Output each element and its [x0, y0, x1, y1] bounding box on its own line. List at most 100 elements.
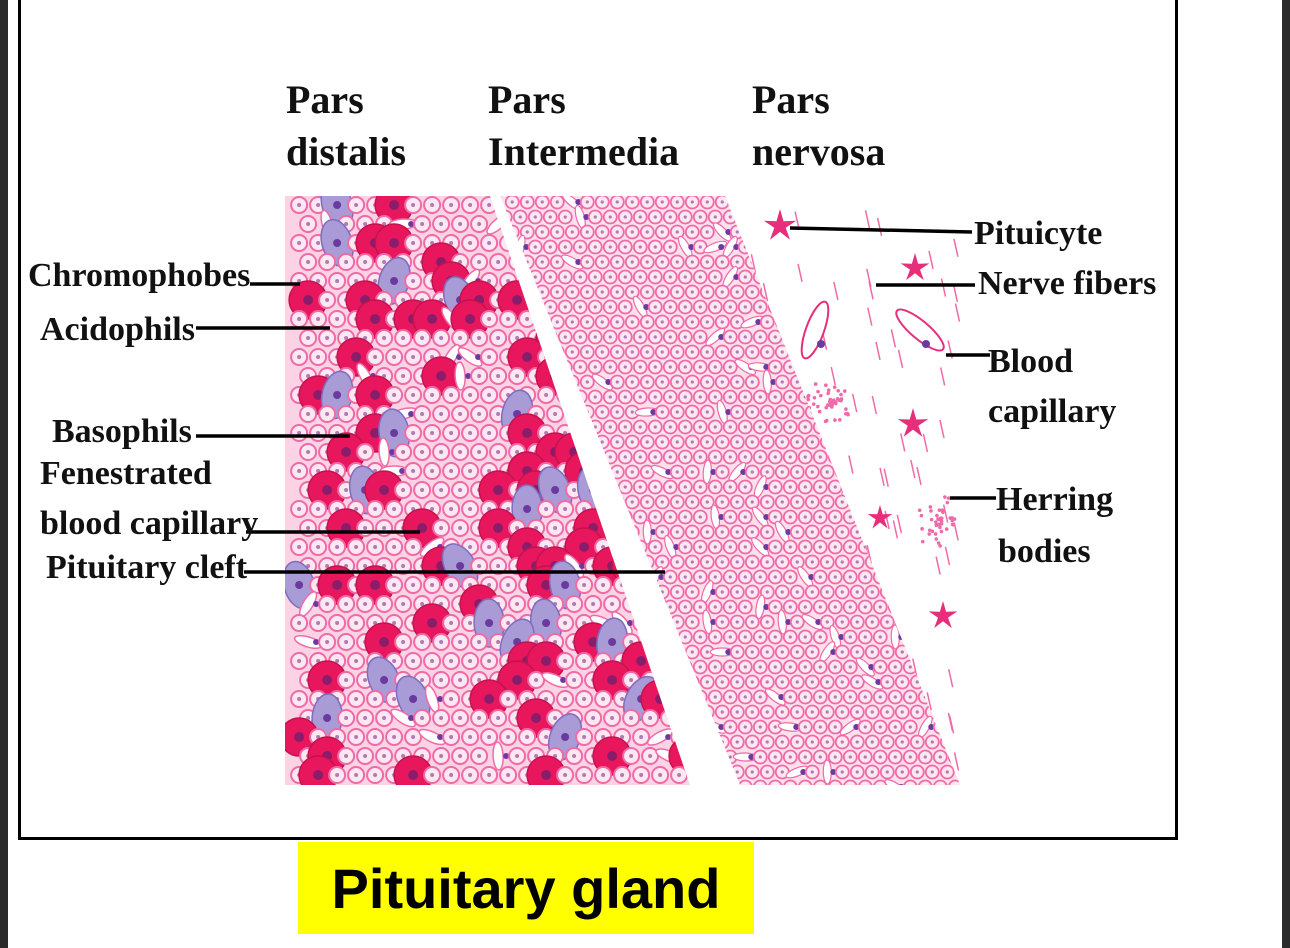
cell-nucleus: [668, 305, 672, 309]
nerve-fiber: [912, 658, 918, 677]
nerve-fiber: [952, 283, 959, 302]
cell-nucleus: [585, 200, 589, 204]
cell-nucleus: [630, 440, 634, 444]
endothelial-nucleus: [875, 679, 882, 685]
cell-nucleus: [411, 735, 416, 739]
cell-nucleus: [585, 290, 589, 294]
cell-nucleus: [373, 735, 378, 739]
cell-nucleus: [720, 200, 724, 204]
nerve-fiber: [848, 455, 854, 474]
cell-nucleus: [645, 350, 649, 354]
cell-nucleus: [420, 222, 425, 226]
label-leader-lines: [196, 226, 996, 574]
cell-nucleus: [373, 773, 378, 777]
cell-nucleus: [638, 455, 642, 459]
cell-nucleus: [630, 410, 634, 414]
herring-body-granule: [817, 409, 822, 414]
cell-nucleus: [743, 635, 747, 639]
cell-nucleus: [705, 350, 709, 354]
cell-nucleus: [713, 605, 717, 609]
cell-nucleus: [885, 770, 889, 774]
cell-nucleus: [810, 560, 814, 564]
cell-nucleus: [333, 201, 342, 209]
cell-nucleus: [675, 560, 679, 564]
cell-nucleus: [735, 440, 739, 444]
cell-nucleus: [313, 770, 324, 780]
cell-nucleus: [629, 640, 634, 644]
cell-nucleus: [728, 725, 732, 729]
cell-nucleus: [630, 500, 634, 504]
cell-nucleus: [411, 583, 416, 587]
herring-body-granule: [962, 530, 966, 534]
cell-nucleus: [487, 355, 492, 359]
cell-nucleus: [344, 488, 349, 492]
cell-nucleus: [531, 713, 542, 723]
cell-nucleus: [848, 695, 852, 699]
cell-nucleus: [551, 486, 560, 494]
cell-nucleus: [588, 637, 599, 647]
cell-nucleus: [354, 773, 359, 777]
cell-nucleus: [477, 564, 482, 568]
cell-nucleus: [645, 260, 649, 264]
cell-nucleus: [690, 590, 694, 594]
cell-nucleus: [677, 773, 682, 777]
cell-nucleus: [878, 635, 882, 639]
cell-nucleus: [810, 500, 814, 504]
cell-nucleus: [750, 590, 754, 594]
cell-nucleus: [825, 560, 829, 564]
cell-nucleus: [487, 203, 492, 207]
cell-nucleus: [840, 770, 844, 774]
cell-nucleus: [600, 260, 604, 264]
cell-nucleus: [468, 431, 473, 435]
cell-nucleus: [623, 425, 627, 429]
cell-nucleus: [720, 290, 724, 294]
cell-nucleus: [370, 428, 381, 438]
cell-nucleus: [713, 695, 717, 699]
herring-body-granule: [950, 516, 954, 520]
cell-nucleus: [773, 335, 777, 339]
endothelial-nucleus: [808, 574, 815, 580]
cell-nucleus: [653, 305, 657, 309]
cell-nucleus: [773, 515, 777, 519]
cell-nucleus: [803, 485, 807, 489]
cell-nucleus: [713, 425, 717, 429]
cell-nucleus: [297, 431, 302, 435]
heading-pars-distalis: Pars distalis: [286, 77, 407, 174]
cell-nucleus: [297, 317, 302, 321]
cell-nucleus: [623, 485, 627, 489]
cell-nucleus: [600, 440, 604, 444]
cell-nucleus: [600, 290, 604, 294]
cell-nucleus: [477, 640, 482, 644]
cell-nucleus: [720, 560, 724, 564]
cell-nucleus: [908, 755, 912, 759]
cell-nucleus: [522, 352, 533, 362]
cell-nucleus: [555, 230, 559, 234]
cell-nucleus: [548, 305, 552, 309]
cell-nucleus: [660, 410, 664, 414]
cell-nucleus: [668, 605, 672, 609]
cell-nucleus: [638, 425, 642, 429]
cell-nucleus: [863, 725, 867, 729]
cell-nucleus: [758, 575, 762, 579]
endothelial-nucleus: [465, 373, 472, 379]
cell-nucleus: [848, 575, 852, 579]
heading-pars-intermedia: Pars Intermedia: [488, 77, 680, 174]
nerve-fiber: [830, 366, 837, 386]
pituicyte-cell: [928, 601, 958, 629]
cell-nucleus: [840, 650, 844, 654]
endothelial-nucleus: [718, 514, 725, 520]
herring-body-granule: [819, 393, 823, 398]
cell-nucleus: [297, 507, 302, 511]
cell-nucleus: [540, 200, 544, 204]
cell-nucleus: [818, 635, 822, 639]
cell-nucleus: [382, 754, 387, 758]
cell-nucleus: [540, 290, 544, 294]
cell-nucleus: [458, 412, 463, 416]
cell-nucleus: [439, 754, 444, 758]
cell-nucleus: [623, 365, 627, 369]
cell-nucleus: [645, 200, 649, 204]
cell-nucleus: [313, 390, 324, 400]
cell-nucleus: [409, 695, 418, 703]
cell-nucleus: [780, 470, 784, 474]
cell-nucleus: [668, 485, 672, 489]
